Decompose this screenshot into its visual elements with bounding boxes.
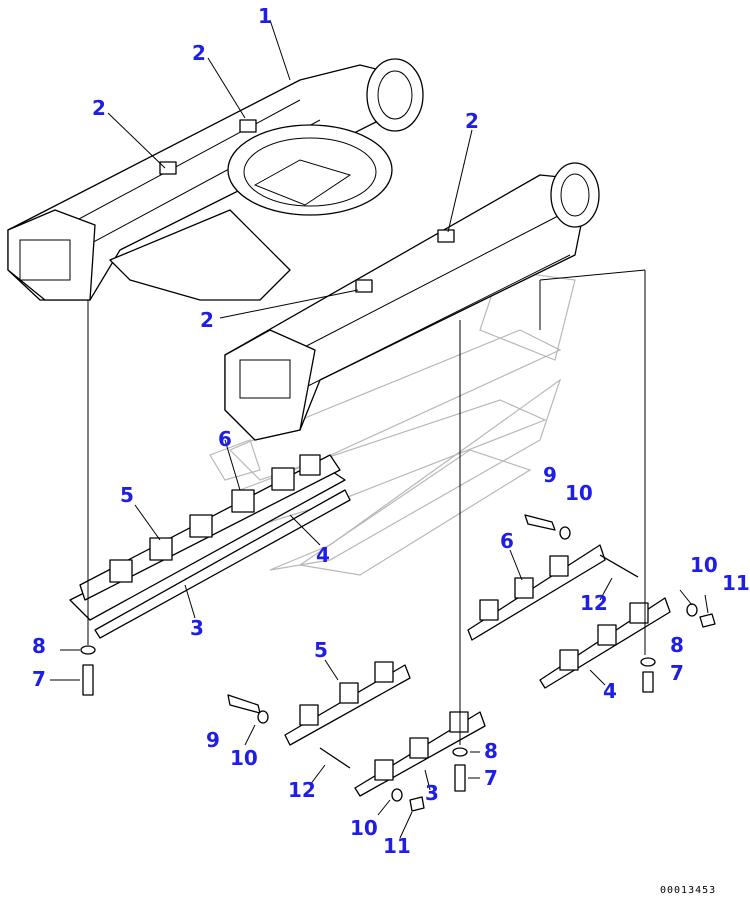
callout-10: 10 (350, 816, 378, 840)
callout-2: 2 (200, 308, 214, 332)
callout-8: 8 (670, 633, 684, 657)
track-frame (7, 58, 600, 441)
callout-11: 11 (383, 834, 411, 858)
bottom-guard-parts (80, 645, 486, 812)
callout-2: 2 (92, 96, 106, 120)
callout-12: 12 (288, 778, 316, 802)
callout-7: 7 (670, 661, 684, 685)
callout-7: 7 (32, 667, 46, 691)
callout-9: 9 (543, 463, 557, 487)
callout-10: 10 (565, 481, 593, 505)
callout-12: 12 (580, 591, 608, 615)
callout-3: 3 (425, 781, 439, 805)
right-guard-parts (467, 514, 716, 693)
figure-number: 00013453 (660, 885, 716, 896)
callout-11: 11 (722, 571, 750, 595)
callout-10: 10 (690, 553, 718, 577)
callout-8: 8 (484, 739, 498, 763)
callout-5: 5 (120, 483, 134, 507)
callout-6: 6 (218, 427, 232, 451)
callout-6: 6 (500, 529, 514, 553)
assembled-track-guard (69, 454, 351, 639)
callout-2: 2 (192, 41, 206, 65)
callout-4: 4 (603, 679, 617, 703)
callout-1: 1 (258, 4, 272, 28)
leader-lines (50, 19, 709, 839)
callout-8: 8 (32, 634, 46, 658)
callout-4: 4 (316, 543, 330, 567)
callout-9: 9 (206, 728, 220, 752)
callout-3: 3 (190, 616, 204, 640)
callout-5: 5 (314, 638, 328, 662)
alignment-lines (87, 269, 646, 745)
callout-7: 7 (484, 766, 498, 790)
callout-labels: 1 2 2 2 2 6 5 4 3 8 7 9 10 6 12 10 11 8 … (32, 4, 750, 858)
callout-10: 10 (230, 746, 258, 770)
callout-2: 2 (465, 109, 479, 133)
